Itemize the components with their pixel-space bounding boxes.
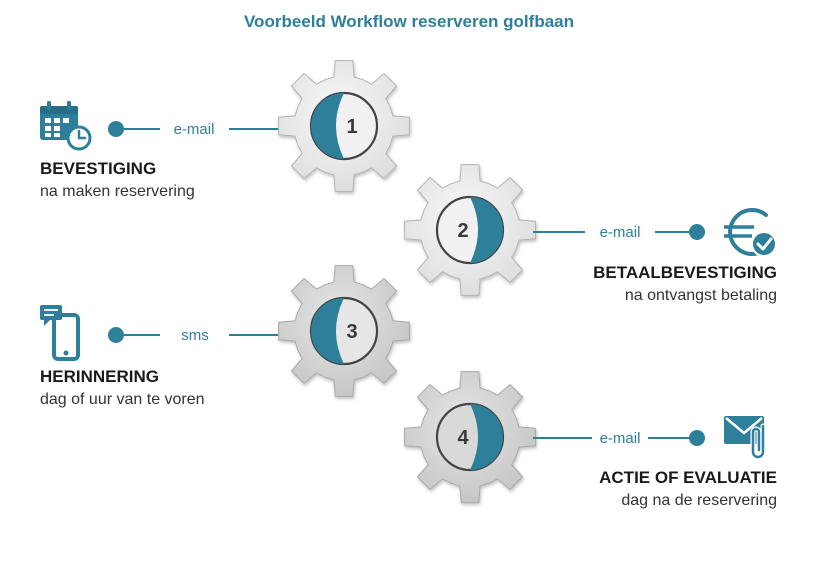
connector-label-4: e-mail <box>600 430 641 447</box>
connector-label-2: e-mail <box>600 224 641 241</box>
step-4-subtext: dag na de reservering <box>621 492 777 509</box>
step-3-subtext: dag of uur van te voren <box>40 391 205 408</box>
step-4: 4 e-mail ACTIE OF EVALUATIE dag na de re… <box>404 371 777 509</box>
gear-2: 2 <box>404 164 536 296</box>
connector-label-3: sms <box>181 327 209 344</box>
step-4-heading: ACTIE OF EVALUATIE <box>599 468 777 487</box>
step-4-number: 4 <box>457 427 469 449</box>
step-1-number: 1 <box>346 116 357 138</box>
step-1: e-mail BEVESTIGING na maken reservering … <box>40 60 410 200</box>
euro-check-icon <box>724 208 777 257</box>
connector-dot-2 <box>689 224 705 240</box>
envelope-attachment-icon <box>724 416 766 460</box>
step-3-number: 3 <box>346 321 357 343</box>
step-2-subtext: na ontvangst betaling <box>625 287 777 304</box>
step-3: sms HERINNERING dag of uur van te voren … <box>40 265 410 408</box>
step-2-heading: BETAALBEVESTIGING <box>593 263 777 282</box>
step-1-subtext: na maken reservering <box>40 183 195 200</box>
connector-label-1: e-mail <box>174 121 215 138</box>
step-2: 2 e-mail BETAALBEVESTIGING na ontvangst … <box>404 164 777 304</box>
step-2-number: 2 <box>457 220 468 242</box>
connector-dot-4 <box>689 430 705 446</box>
step-1-heading: BEVESTIGING <box>40 159 156 178</box>
calendar-clock-icon <box>40 101 92 151</box>
gear-3: 3 <box>278 265 410 397</box>
gear-4: 4 <box>404 371 536 503</box>
diagram-title: Voorbeeld Workflow reserveren golfbaan <box>244 12 574 31</box>
gear-1: 1 <box>278 60 410 192</box>
step-3-heading: HERINNERING <box>40 367 159 386</box>
smartphone-message-icon <box>40 305 80 361</box>
